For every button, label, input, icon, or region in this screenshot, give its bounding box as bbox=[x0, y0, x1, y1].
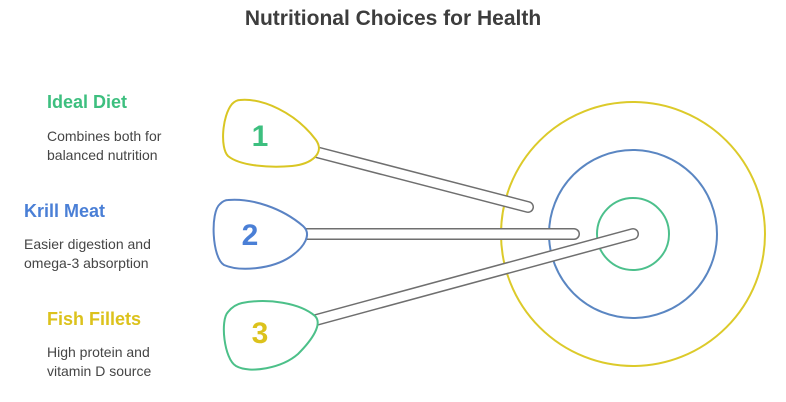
item-2-title: Krill Meat bbox=[24, 201, 106, 221]
arrow-1 bbox=[310, 146, 534, 213]
item-3-title: Fish Fillets bbox=[47, 309, 142, 329]
target-inner-ring bbox=[596, 197, 670, 271]
number-blob-3 bbox=[222, 300, 319, 371]
number-3: 3 bbox=[252, 317, 269, 350]
item-1-title: Ideal Diet bbox=[47, 92, 128, 112]
number-2: 2 bbox=[242, 219, 259, 252]
number-blob-2 bbox=[212, 198, 308, 270]
item-3-desc-line2: vitamin D source bbox=[47, 363, 152, 379]
diagram-title: Nutritional Choices for Health bbox=[244, 7, 542, 30]
item-1-desc-line1: Combines both for bbox=[47, 128, 162, 144]
number-1: 1 bbox=[252, 120, 269, 153]
item-1-desc: Combines both for balanced nutrition bbox=[47, 127, 161, 165]
arrow-3 bbox=[310, 228, 639, 326]
item-3-desc: High protein and vitamin D source bbox=[47, 343, 151, 381]
item-2-desc-line1: Easier digestion and bbox=[24, 236, 151, 252]
item-2-desc-line2: omega-3 absorption bbox=[24, 255, 149, 271]
item-1-desc-line2: balanced nutrition bbox=[47, 147, 158, 163]
number-blob-1 bbox=[222, 98, 320, 168]
item-3-desc-line1: High protein and bbox=[47, 344, 150, 360]
item-2-desc: Easier digestion and omega-3 absorption bbox=[24, 235, 151, 273]
